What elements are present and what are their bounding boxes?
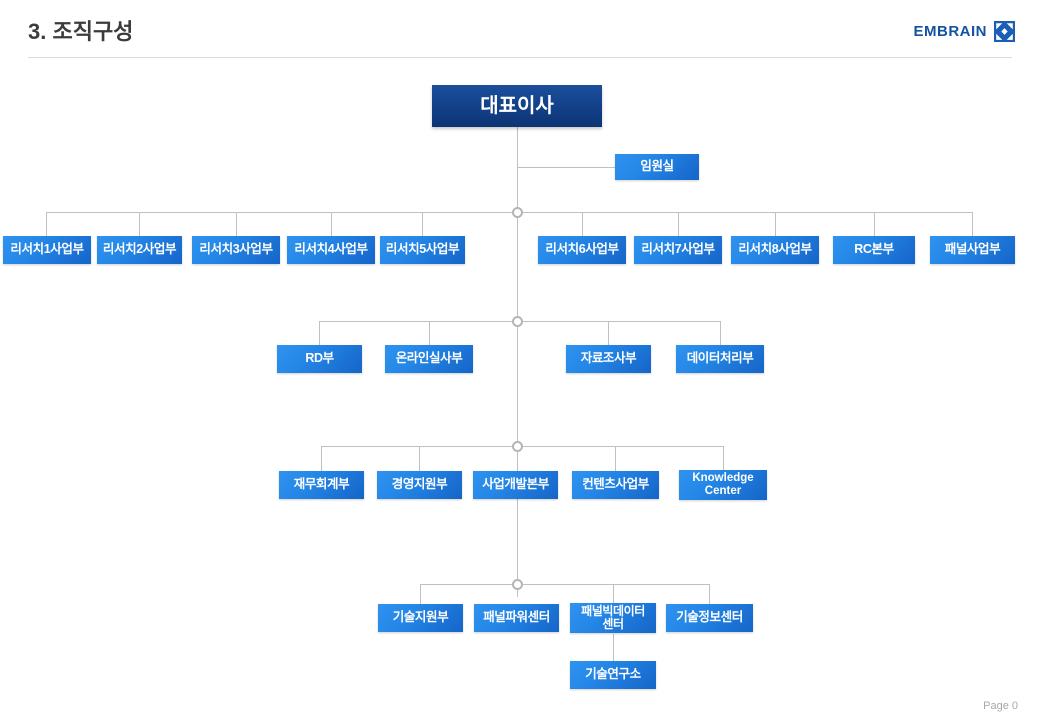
embrain-arrows-icon [994, 21, 1015, 42]
org-node-research-8[interactable]: 리서치8사업부 [731, 236, 819, 264]
org-node-data-processing[interactable]: 데이터처리부 [676, 345, 764, 373]
org-node-rd[interactable]: RD부 [277, 345, 362, 373]
junction-node-level3 [512, 441, 523, 452]
connector-bus-level1 [46, 212, 973, 213]
connector-drop-l1-5 [422, 212, 423, 236]
org-node-business-dev-hq[interactable]: 사업개발본부 [473, 471, 558, 499]
org-node-tech-info-center[interactable]: 기술정보센터 [666, 604, 753, 632]
connector-drop-l4-2 [613, 584, 614, 604]
connector-drop-l3-4 [723, 446, 724, 471]
connector-drop-l1-4 [331, 212, 332, 236]
connector-drop-l2-3 [608, 321, 609, 345]
connector-drop-l1-3 [236, 212, 237, 236]
connector-drop-l5-1 [613, 634, 614, 661]
connector-drop-l1-7 [678, 212, 679, 236]
org-node-research-1[interactable]: 리서치1사업부 [3, 236, 91, 264]
connector-drop-l2-1 [319, 321, 320, 345]
connector-drop-l4-3 [709, 584, 710, 604]
junction-node-level2 [512, 316, 523, 327]
org-node-contents-div[interactable]: 컨텐츠사업부 [572, 471, 659, 499]
connector-bus-level4 [420, 584, 710, 585]
org-node-panel-div[interactable]: 패널사업부 [930, 236, 1015, 264]
connector-drop-l3-3 [615, 446, 616, 471]
embrain-logo: EMBRAIN [913, 21, 1015, 42]
connector-drop-l2-4 [720, 321, 721, 345]
org-node-research-2[interactable]: 리서치2사업부 [97, 236, 182, 264]
junction-node-level4 [512, 579, 523, 590]
logo-wordmark: EMBRAIN [913, 23, 987, 40]
connector-drop-l1-6 [582, 212, 583, 236]
connector-drop-l1-8 [775, 212, 776, 236]
org-node-research-3[interactable]: 리서치3사업부 [192, 236, 280, 264]
org-node-tech-support[interactable]: 기술지원부 [378, 604, 463, 632]
page-title: 3. 조직구성 [28, 19, 134, 44]
org-node-research-7[interactable]: 리서치7사업부 [634, 236, 722, 264]
connector-exec-branch [517, 167, 616, 168]
org-node-research-6[interactable]: 리서치6사업부 [538, 236, 626, 264]
connector-drop-l1-9 [874, 212, 875, 236]
org-node-data-research[interactable]: 자료조사부 [566, 345, 651, 373]
connector-drop-l1-10 [972, 212, 973, 236]
org-node-panel-power[interactable]: 패널파워센터 [474, 604, 559, 632]
org-node-finance-accounting[interactable]: 재무회계부 [279, 471, 364, 499]
junction-node-level1 [512, 207, 523, 218]
org-node-management-support[interactable]: 경영지원부 [377, 471, 462, 499]
org-node-tech-research-institute[interactable]: 기술연구소 [570, 661, 656, 689]
org-node-knowledge-center[interactable]: Knowledge Center [679, 470, 767, 500]
connector-spine-main [517, 127, 518, 597]
connector-drop-l1-2 [139, 212, 140, 236]
org-node-online-fieldwork[interactable]: 온라인실사부 [385, 345, 473, 373]
connector-drop-l1-1 [46, 212, 47, 236]
connector-drop-l3-1 [321, 446, 322, 471]
org-node-executive-office[interactable]: 임원실 [615, 154, 699, 180]
connector-drop-l2-2 [429, 321, 430, 345]
org-node-research-5[interactable]: 리서치5사업부 [380, 236, 465, 264]
org-node-rc-hq[interactable]: RC본부 [833, 236, 915, 264]
connector-drop-l3-2 [419, 446, 420, 471]
connector-drop-l4-1 [420, 584, 421, 604]
org-node-ceo[interactable]: 대표이사 [432, 85, 602, 127]
org-node-panel-bigdata-center[interactable]: 패널빅데이터 센터 [570, 603, 656, 633]
org-node-research-4[interactable]: 리서치4사업부 [287, 236, 375, 264]
header-divider [28, 57, 1012, 58]
page-number: Page 0 [983, 700, 1018, 712]
